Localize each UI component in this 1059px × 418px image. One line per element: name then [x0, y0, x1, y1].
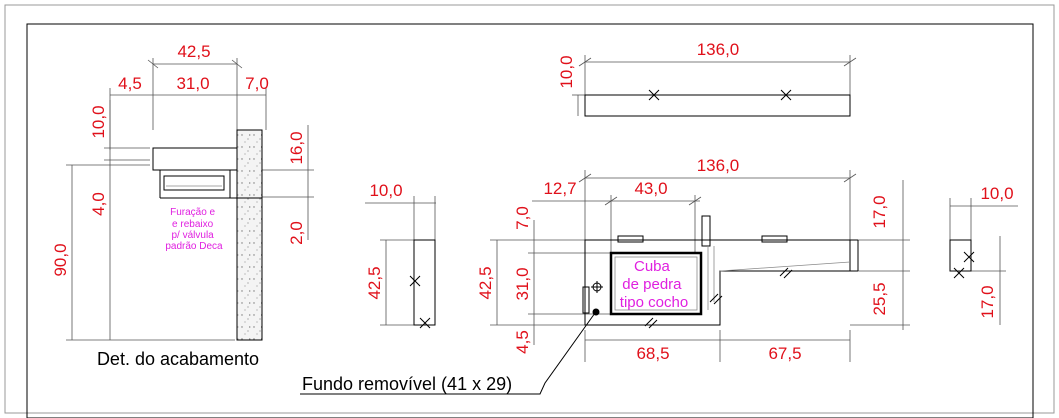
dim-label: 7,0: [513, 206, 532, 230]
basin-label: Cuba: [634, 258, 671, 275]
dim-label: 31,0: [513, 267, 532, 300]
note-line: padrão Deca: [165, 241, 223, 252]
sheet-frame: [4, 4, 1055, 418]
dim-label: 42,5: [476, 266, 495, 299]
dim-label: 4,0: [89, 192, 108, 216]
finish-detail: Furação e e rebaixo p/ válvula padrão De…: [51, 42, 314, 369]
note-line: e rebaixo: [172, 219, 214, 230]
dim-label: 67,5: [768, 344, 801, 363]
svg-text:Cuba de pedra tipo: Cuba de pedra tipo cocho: [620, 258, 688, 311]
dim-label: 31,0: [176, 74, 209, 93]
leader-label: Fundo removível (41 x 29): [302, 374, 512, 394]
dim-label: 4,5: [513, 330, 532, 354]
dim-label: 42,5: [365, 266, 384, 299]
dim-label: 25,5: [870, 282, 889, 315]
dim-label: 10,0: [89, 105, 108, 138]
dim-label: 42,5: [177, 42, 210, 61]
detail-caption: Det. do acabamento: [97, 349, 259, 369]
top-view: 136,0 10,0: [557, 40, 857, 117]
side-view-right: 10,0 17,0: [949, 184, 1018, 325]
svg-text:Furação e e rebaixo: Furação e e rebaixo p/ válvula padrão De…: [165, 207, 223, 252]
note-line: p/ válvula: [171, 230, 214, 241]
dim-label: 17,0: [870, 195, 889, 228]
dim-label: 90,0: [51, 243, 70, 276]
plan-view: Cuba de pedra tipo cocho Fundo removível…: [300, 156, 910, 395]
side-view-left: 10,0 42,5: [365, 181, 436, 329]
dim-label: 17,0: [978, 285, 997, 318]
dim-label: 10,0: [557, 55, 576, 88]
dim-label: 4,5: [118, 74, 142, 93]
dim-label: 16,0: [287, 131, 306, 164]
dim-label: 2,0: [287, 221, 306, 245]
dim-label: 68,5: [636, 344, 669, 363]
dim-label: 43,0: [634, 179, 667, 198]
dim-label: 12,7: [543, 179, 576, 198]
dim-label: 136,0: [697, 156, 740, 175]
note-line: Furação e: [170, 207, 215, 218]
basin-label: tipo cocho: [620, 294, 688, 311]
dim-label: 10,0: [980, 184, 1013, 203]
dim-label: 10,0: [369, 181, 402, 200]
dim-label: 7,0: [245, 74, 269, 93]
dim-label: 136,0: [697, 40, 740, 59]
basin-label: de pedra: [622, 276, 682, 293]
